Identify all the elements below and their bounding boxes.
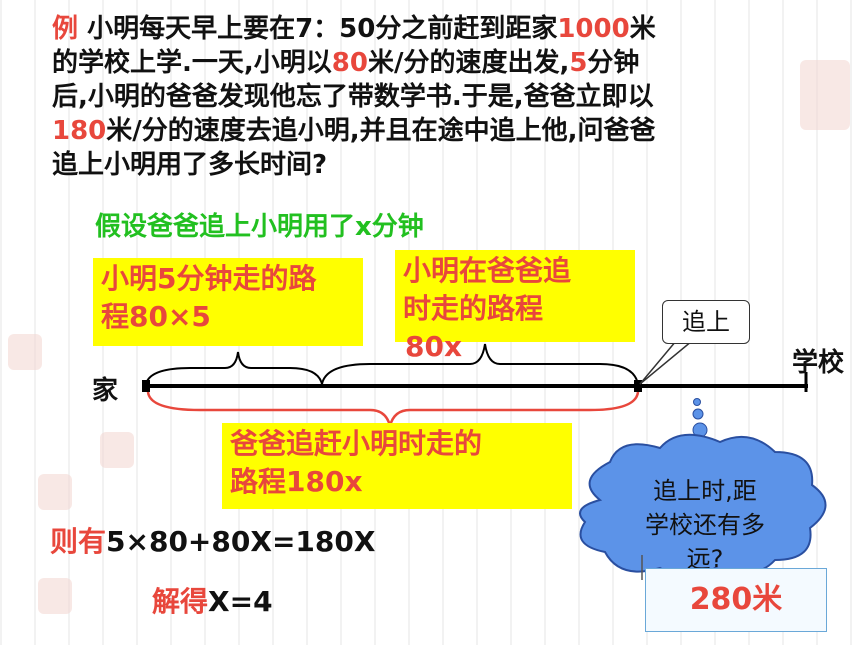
problem-text: 后,小明的爸爸发现他忘了带数学书.于是,爸爸立即以 [52, 82, 654, 112]
label-home: 家 [92, 376, 119, 406]
box-xiaoming-5min: 小明5分钟走的路 程80×5 [93, 258, 363, 346]
home-tick [142, 380, 150, 392]
seal-decoration [38, 474, 72, 510]
problem-text: 米/分的速度去追小明,并且在途中追上他,问爸爸 [106, 116, 656, 146]
problem-highlight: 180 [52, 116, 107, 146]
box-line: 80x [405, 330, 463, 363]
solution: 解得X=4 [152, 580, 273, 620]
box-line: 路程180x [230, 465, 363, 498]
problem-highlight: 80 [331, 48, 368, 78]
problem-line: 后,小明的爸爸发现他忘了带数学书.于是,爸爸立即以 [52, 80, 832, 114]
seal-decoration [8, 334, 42, 370]
problem-line: 180米/分的速度去追小明,并且在途中追上他,问爸爸 [52, 114, 832, 148]
cloud-line: 追上时,距 [653, 477, 757, 505]
problem-line: 的学校上学.一天,小明以80米/分的速度出发,5分钟 [52, 46, 832, 80]
cloud-question: 追上时,距 学校还有多 远? [600, 474, 810, 576]
cloud-shape [579, 433, 827, 578]
problem-text: 小明每天早上要在7：50分之前赶到距家 [87, 14, 558, 44]
equation-body: 5×80+80X=180X [106, 525, 376, 558]
problem-text: 米 [629, 14, 656, 44]
solution-prefix: 解得 [152, 585, 209, 618]
problem-text: 追上小明用了多长时间? [52, 150, 328, 180]
box-line: 小明在爸爸追 [403, 254, 572, 287]
equation: 则有5×80+80X=180X [50, 520, 375, 560]
brace-segment-1 [145, 351, 323, 385]
box-line: 时走的路程 [403, 292, 544, 325]
box-line: 小明5分钟走的路 [101, 262, 317, 295]
problem-line: 例 小明每天早上要在7：50分之前赶到距家1000米 [52, 12, 832, 46]
label-school: 学校 [792, 348, 845, 378]
thought-dot [692, 408, 704, 420]
catchup-tick [634, 380, 642, 392]
seal-decoration [100, 432, 134, 468]
problem-highlight: 5 [569, 48, 588, 78]
assumption-text: 假设爸爸追上小明用了x分钟 [95, 212, 424, 242]
seal-decoration [800, 60, 850, 130]
problem-statement: 例 小明每天早上要在7：50分之前赶到距家1000米的学校上学.一天,小明以80… [52, 12, 832, 182]
problem-text: 米/分的速度出发, [367, 48, 570, 78]
problem-highlight: 例 [52, 14, 88, 44]
callout-pointer [639, 340, 695, 385]
thought-dot [693, 398, 701, 406]
problem-line: 追上小明用了多长时间? [52, 148, 832, 182]
box-line: 爸爸追赶小明时走的 [230, 427, 483, 460]
cloud-line: 学校还有多 [645, 511, 765, 539]
equation-prefix: 则有 [50, 525, 107, 558]
problem-text: 分钟 [587, 48, 640, 78]
brace-dad-distance [146, 391, 640, 427]
brace-segment-2 [321, 343, 639, 385]
callout-catch-up: 追上 [662, 300, 750, 344]
box-dad-distance: 爸爸追赶小明时走的 路程180x [222, 423, 572, 509]
solution-body: X=4 [208, 585, 273, 618]
answer-box: 280米 [645, 568, 827, 632]
problem-highlight: 1000 [557, 14, 630, 44]
box-xiaoming-during-chase: 小明在爸爸追 时走的路程 80x [395, 250, 635, 363]
problem-text: 的学校上学.一天,小明以 [52, 48, 332, 78]
box-line: 程80×5 [101, 300, 211, 333]
seal-decoration [38, 578, 72, 614]
